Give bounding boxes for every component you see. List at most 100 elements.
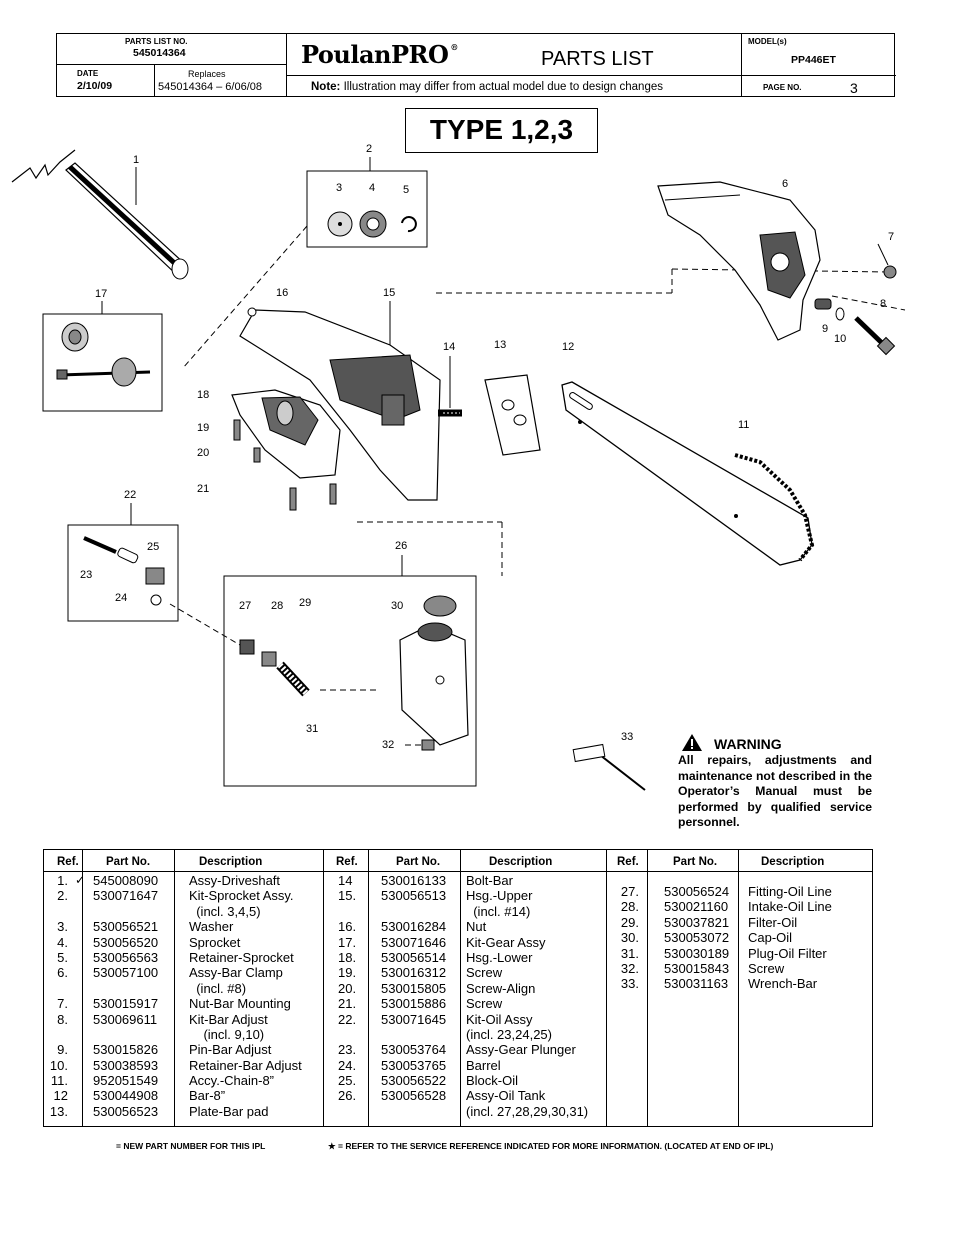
table-cell-ref: 6. <box>57 965 68 981</box>
table-cell-ref: 28. <box>620 899 639 915</box>
table-cell-part: 530015917 <box>93 996 159 1012</box>
table-cell-desc: (incl. 27,28,29,30,31) <box>466 1103 589 1119</box>
gear-kit-part <box>56 322 151 387</box>
table-cell-ref: 5. <box>57 949 68 965</box>
table-cell-part <box>381 1104 446 1119</box>
table-cell-desc: Screw-Align <box>466 980 536 996</box>
callout-14: 14 <box>443 341 456 353</box>
table-cell-ref: 27. <box>620 884 639 899</box>
callout-18: 18 <box>197 389 210 401</box>
table-cell-ref: 30. <box>620 930 639 946</box>
callout-2: 2 <box>366 143 373 155</box>
gear-kit-box <box>42 313 163 412</box>
table-cell-ref: 15. <box>338 888 357 904</box>
callout-11: 11 <box>738 419 750 431</box>
table-cell-part: 530015826 <box>93 1042 159 1058</box>
table-cell-ref: 23. <box>338 1042 357 1058</box>
table-cell-desc: Plug-Oil Filter <box>748 945 827 961</box>
callout-1: 1 <box>133 154 140 166</box>
table-cell-desc: Assy-Bar Clamp <box>189 965 283 981</box>
table-cell-part <box>381 1027 446 1042</box>
replaces-value: 545014364 – 6/06/08 <box>158 81 262 93</box>
table-cell-part: 530056521 <box>93 919 159 935</box>
table-cell-desc: (incl. 23,24,25) <box>466 1026 552 1042</box>
table-cell-desc: (incl. #8) <box>189 980 247 996</box>
guide-bar-part <box>561 381 813 566</box>
callout-15: 15 <box>383 287 396 299</box>
table-cell-ref: 19. <box>338 965 357 981</box>
star-icon: ★ <box>328 1141 336 1151</box>
table-cell-ref: 17. <box>338 934 357 950</box>
table-cell-ref: 4. <box>57 934 68 950</box>
table-cell-desc: (incl. #14) <box>466 903 531 919</box>
callout-12: 12 <box>562 341 575 353</box>
adjust-screw-part <box>854 316 896 356</box>
parts-list-no-label: PARTS LIST NO. <box>125 37 188 46</box>
col-header-ref-2: Ref. <box>336 856 358 868</box>
table-cell-ref: 22. <box>338 1011 357 1027</box>
table-cell-ref <box>48 981 68 996</box>
callout-8: 8 <box>880 298 887 310</box>
warning-title: WARNING <box>714 736 782 752</box>
bar-nut-part <box>883 265 897 279</box>
table-cell-ref: 10. <box>49 1057 68 1073</box>
callout-9: 9 <box>822 323 829 335</box>
col-header-desc-1: Description <box>199 856 263 868</box>
table-cell-part: 530015886 <box>381 996 447 1012</box>
table-cell-ref <box>48 904 68 919</box>
table-cell-part <box>93 1027 158 1042</box>
warning-text: All repairs, adjustments and maintenance… <box>678 753 872 829</box>
callout-16: 16 <box>276 287 289 299</box>
table-cell-ref: 32. <box>620 960 639 976</box>
callout-6: 6 <box>782 178 789 190</box>
table-cell-part: 530056522 <box>381 1073 447 1089</box>
callout-22: 22 <box>124 489 137 501</box>
table-cell-ref <box>338 1104 356 1119</box>
table-cell-desc: Assy-Gear Plunger <box>466 1042 576 1058</box>
table-cell-desc: Pin-Bar Adjust <box>189 1042 272 1058</box>
table-cell-part: 530031163 <box>664 976 729 992</box>
table-cell-part: 530016284 <box>381 919 447 935</box>
illustration-note: Note: Illustration may differ from actua… <box>311 81 663 93</box>
exploded-parts-diagram <box>11 149 906 791</box>
table-cell-desc: Block-Oil <box>466 1073 519 1089</box>
table-cell-part: 530053765 <box>381 1057 447 1073</box>
driveshaft-part <box>11 149 189 280</box>
callout-24: 24 <box>115 592 128 604</box>
callout-28: 28 <box>271 600 284 612</box>
oil-kit-parts <box>83 536 165 606</box>
table-cell-desc: Barrel <box>466 1057 501 1073</box>
table-cell-desc: Kit-Bar Adjust <box>189 1011 268 1027</box>
table-cell-part: 530056514 <box>381 949 447 965</box>
callout-7: 7 <box>888 231 895 243</box>
table-cell-part <box>93 904 158 919</box>
model-label: MODEL(s) <box>748 37 787 46</box>
table-cell-ref: 16. <box>338 919 357 935</box>
col-header-desc-2: Description <box>489 856 553 868</box>
table-cell-ref: 20. <box>338 980 357 996</box>
parts-list-no: 545014364 <box>133 47 186 59</box>
table-cell-part: 530056524 <box>664 884 730 899</box>
table-cell-desc: Wrench-Bar <box>748 976 818 992</box>
table-cell-ref: 33. <box>620 976 639 992</box>
table-cell-desc: Screw <box>466 965 503 981</box>
callout-20: 20 <box>197 447 210 459</box>
replaces-label: Replaces <box>188 69 226 79</box>
table-cell-part <box>381 904 446 919</box>
table-cell-part: 530015843 <box>664 960 730 976</box>
col-header-desc-3: Description <box>761 856 825 868</box>
table-cell-ref: 18. <box>338 949 357 965</box>
table-cell-ref: 21. <box>338 996 357 1012</box>
table-cell-desc: Assy-Driveshaft <box>189 873 281 888</box>
col-header-ref-1: Ref. <box>57 856 79 868</box>
callout-23: 23 <box>80 569 93 581</box>
bar-wrench-part <box>572 743 646 791</box>
callout-33: 33 <box>621 731 634 743</box>
table-cell-ref <box>338 904 356 919</box>
table-cell-desc: Plate-Bar pad <box>189 1103 269 1119</box>
model-value: PP446ET <box>791 54 836 66</box>
parts-list-title: PARTS LIST <box>541 48 654 70</box>
table-cell-ref: 29. <box>620 914 639 930</box>
